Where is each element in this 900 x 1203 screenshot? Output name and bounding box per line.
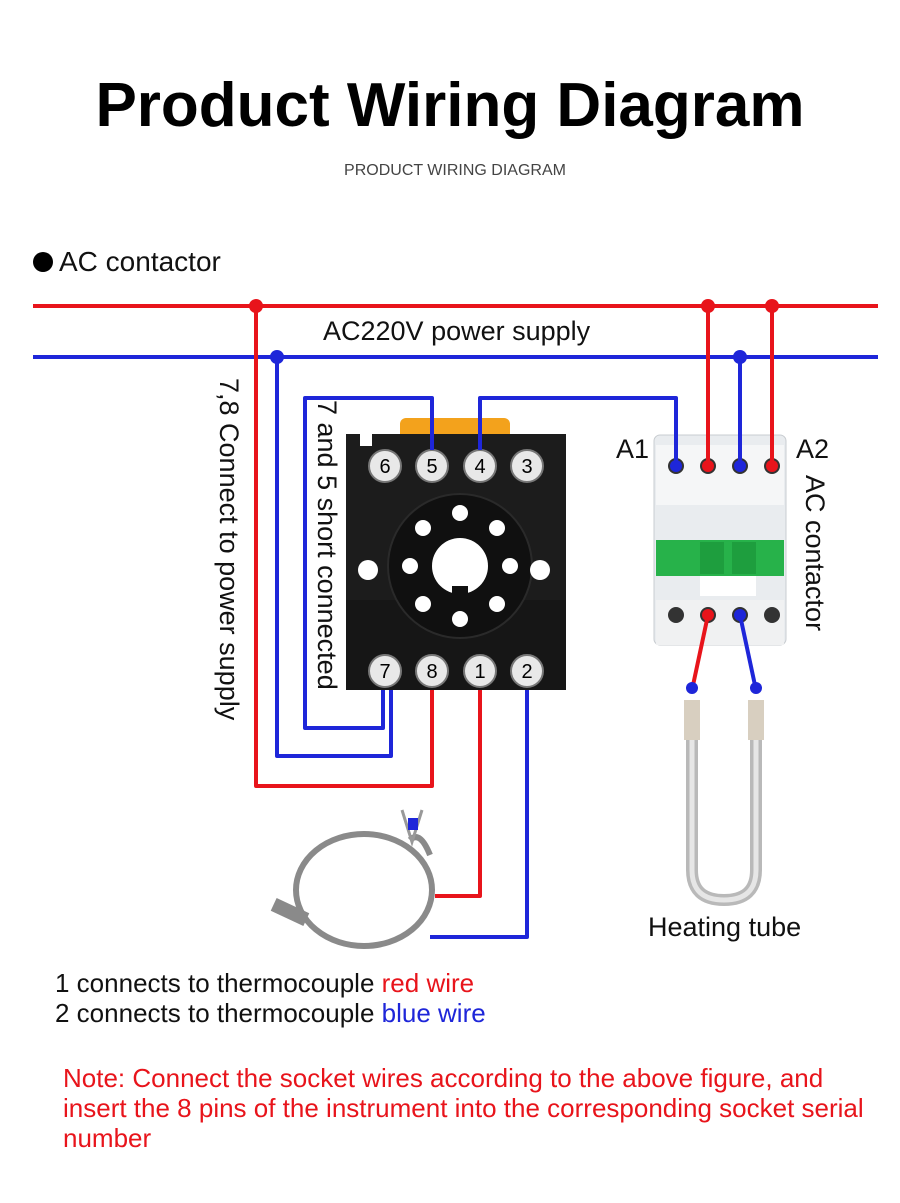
socket-pin-label: 4: [474, 456, 485, 478]
thermocouple: [270, 809, 435, 949]
socket-pin-label: 7: [379, 661, 390, 683]
a2-label: A2: [796, 434, 830, 464]
legend-line-1-prefix: 1 connects to thermocouple: [55, 968, 382, 998]
power-supply-label: AC220V power supply: [323, 316, 591, 346]
socket-pin-label: 3: [521, 456, 532, 478]
section-label: AC contactor: [59, 246, 221, 277]
bullet-icon: [33, 251, 53, 272]
page-subtitle: PRODUCT WIRING DIAGRAM: [344, 162, 566, 179]
a1-label: A1: [616, 434, 650, 464]
legend-blue-wire: blue wire: [381, 998, 486, 1028]
legend-line-2: 2 connects to thermocouple blue wire: [55, 998, 486, 1029]
contactor-vertical-label: AC contactor: [800, 475, 830, 632]
left-vertical-label: 7,8 Connect to power supply: [214, 378, 244, 721]
legend-line-1: 1 connects to thermocouple red wire: [55, 968, 474, 999]
ac-contactor: [653, 434, 787, 646]
short-vertical-label: 7 and 5 short connected: [312, 400, 342, 690]
section-heading: AC contactor: [33, 246, 221, 278]
legend-line-2-prefix: 2 connects to thermocouple: [55, 998, 382, 1028]
heating-tube: [684, 700, 764, 907]
socket-pin-label: 6: [379, 456, 390, 478]
relay-socket: [346, 418, 566, 690]
socket-pin-label: 8: [426, 661, 437, 683]
note-text: Note: Connect the socket wires according…: [63, 1063, 864, 1153]
socket-pin-label: 2: [521, 661, 532, 683]
page-title: Product Wiring Diagram: [95, 71, 805, 140]
legend-red-wire: red wire: [381, 968, 475, 998]
heating-tube-label: Heating tube: [648, 912, 802, 942]
socket-pin-label: 5: [426, 456, 437, 478]
socket-pin-label: 1: [474, 661, 485, 683]
